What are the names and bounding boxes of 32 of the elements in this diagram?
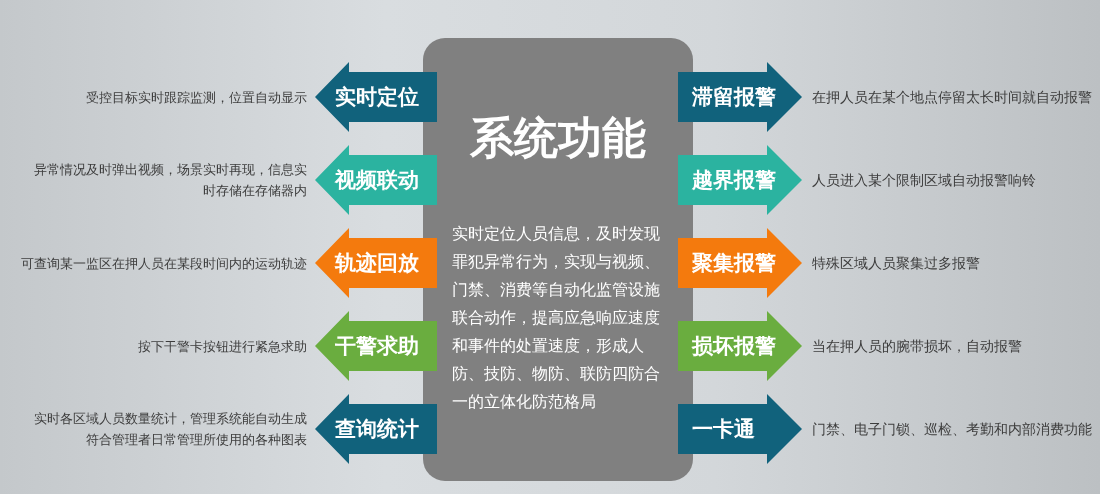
- description-text: 实时各区域人员数量统计，管理系统能自动生成符合管理者日常管理所使用的各种图表: [33, 410, 307, 449]
- description-text: 人员进入某个限制区域自动报警响铃: [812, 171, 1037, 190]
- arrow-label: 聚集报警: [692, 250, 776, 276]
- arrow-banner: [315, 145, 437, 215]
- description-text: 门禁、电子门锁、巡检、考勤和内部消费功能: [812, 420, 1093, 439]
- arrow-label: 越界报警: [692, 167, 776, 193]
- panel-description: 实时定位人员信息，及时发现罪犯异常行为，实现与视频、门禁、消费等自动化监管设施联合动作，提高应急响应速度和事件的处置速度，形成人防、技防、物防、联防四防合一的立体化防范格局: [452, 224, 661, 412]
- description-text: 特殊区域人员聚集过多报警: [812, 254, 981, 273]
- description-text: 按下干警卡按钮进行紧急求助: [137, 337, 307, 356]
- arrow-banner: [678, 394, 802, 464]
- arrow-label: 干警求助: [335, 333, 419, 359]
- arrow-banner: [678, 228, 802, 298]
- description-text: 异常情况及时弹出视频，场景实时再现，信息实时存储在存储器内: [33, 161, 307, 200]
- arrow-banner: [315, 62, 437, 132]
- description-text: 可查询某一监区在押人员在某段时间内的运动轨迹: [20, 254, 307, 273]
- description-text: 受控目标实时跟踪监测，位置自动显示: [85, 88, 307, 107]
- arrow-label: 实时定位: [335, 84, 419, 110]
- description-text: 当在押人员的腕带损坏，自动报警: [812, 337, 1023, 356]
- arrow-banner: [678, 145, 802, 215]
- arrow-banner: [315, 394, 437, 464]
- panel-title: 系统功能: [470, 112, 646, 164]
- arrow-label: 视频联动: [335, 167, 419, 193]
- arrow-banner: [678, 62, 802, 132]
- arrow-label: 滞留报警: [692, 84, 776, 110]
- description-text: 在押人员在某个地点停留太长时间就自动报警: [812, 88, 1093, 107]
- arrow-label: 查询统计: [335, 416, 419, 442]
- arrow-label: 一卡通: [692, 416, 755, 442]
- arrow-banner: [678, 311, 802, 381]
- arrow-banner: [315, 228, 437, 298]
- arrow-label: 损坏报警: [692, 333, 776, 359]
- arrow-label: 轨迹回放: [335, 250, 419, 276]
- arrow-banner: [315, 311, 437, 381]
